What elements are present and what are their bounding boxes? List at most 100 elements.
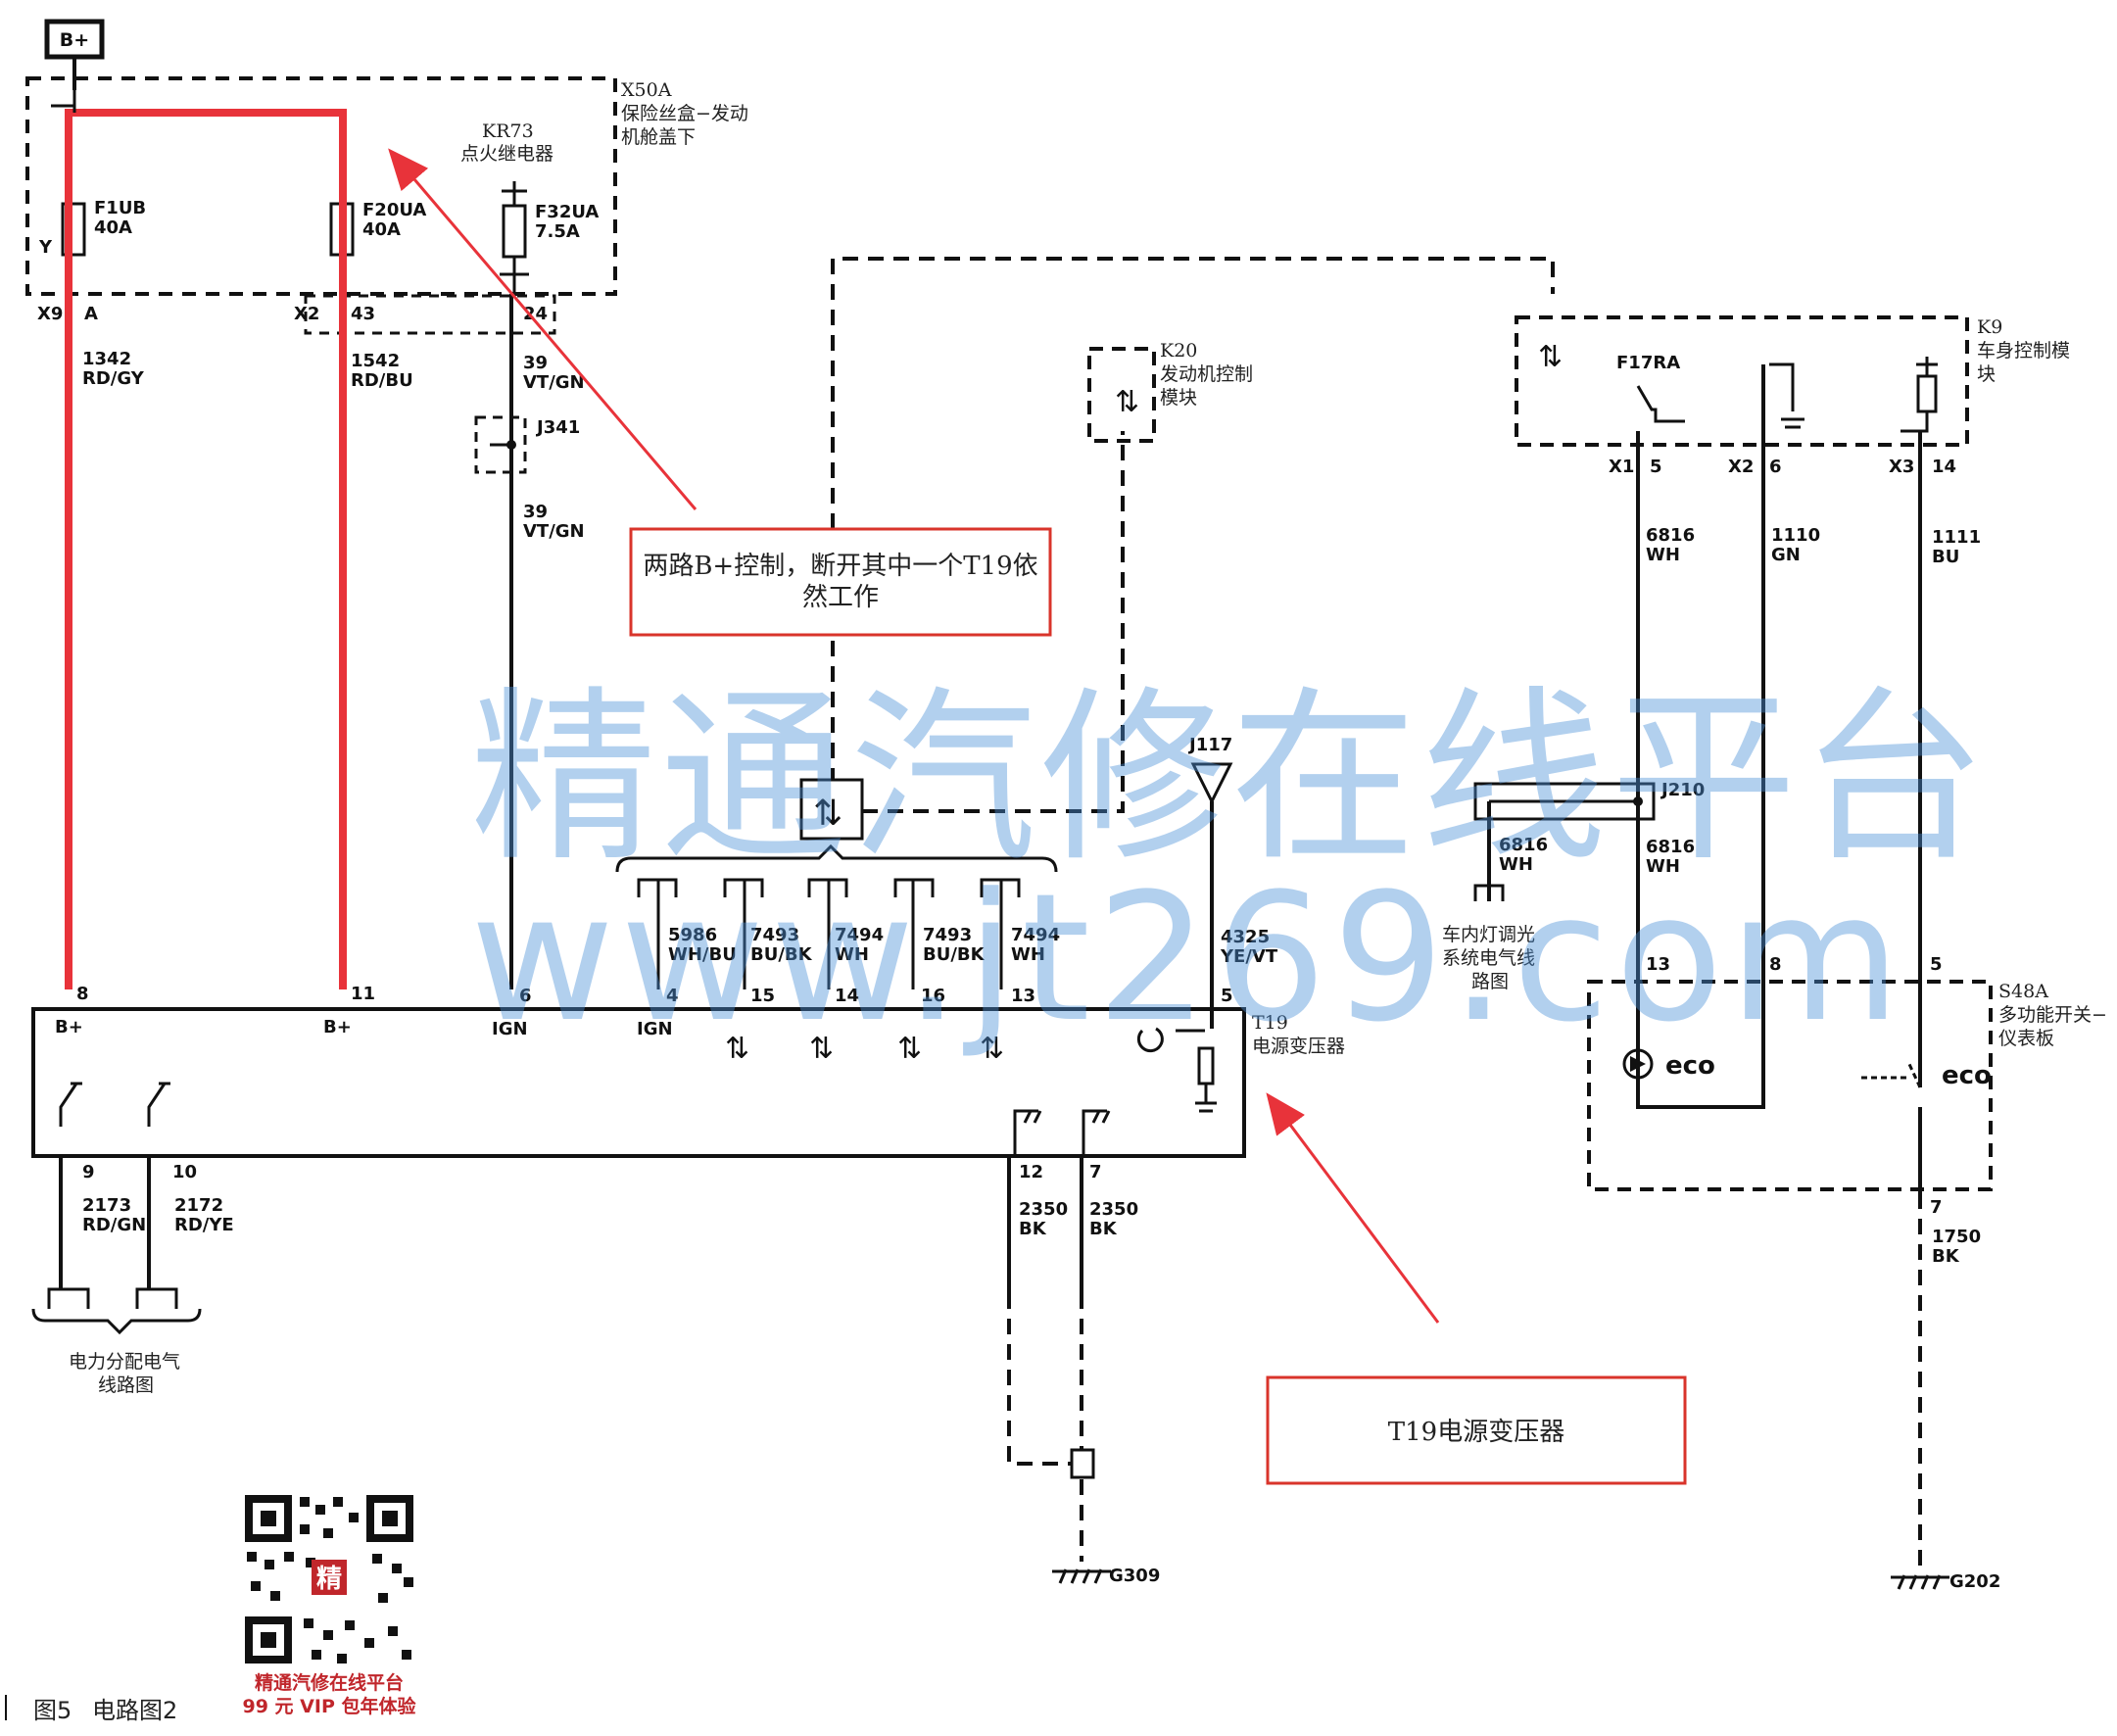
- wire-5986-num: 5986: [668, 925, 717, 945]
- wire-7493a-num: 7493: [750, 925, 799, 945]
- wire-1542-num: 1542: [351, 351, 400, 371]
- svg-text:仪表板: 仪表板: [1998, 1028, 2054, 1049]
- wire-39a-color: VT/GN: [523, 372, 585, 393]
- t19-pin-11: 11: [351, 984, 375, 1004]
- svg-text:X2: X2: [1728, 457, 1754, 477]
- svg-text:K20: K20: [1160, 340, 1197, 362]
- svg-text:X3: X3: [1889, 457, 1914, 477]
- wire-1110-color: GN: [1771, 545, 1801, 565]
- wire-7493b-color: BU/BK: [923, 944, 986, 965]
- bidir-arrow-icon: ⇅: [813, 794, 842, 834]
- svg-text:多功能开关−: 多功能开关−: [1998, 1004, 2107, 1026]
- figure-number: 图5: [33, 1697, 72, 1724]
- wire-6816b-color: WH: [1499, 854, 1533, 875]
- svg-text:IGN: IGN: [637, 1019, 673, 1039]
- svg-text:40A: 40A: [94, 217, 132, 238]
- annotation-arrow: [388, 148, 698, 510]
- svg-text:6: 6: [1769, 457, 1782, 477]
- wire-6816c-num: 6816: [1646, 837, 1695, 857]
- svg-text:7: 7: [1930, 1197, 1943, 1218]
- bidir-arrow-icon: ⇅: [1538, 340, 1563, 374]
- interior-light-ref: 车内灯调光: [1442, 924, 1535, 945]
- svg-text:G309: G309: [1109, 1566, 1160, 1586]
- wire-6816a-color: WH: [1646, 545, 1680, 565]
- interior-light-ref-3: 路图: [1471, 971, 1509, 992]
- figure-title: 电路图2: [92, 1697, 177, 1724]
- battery-symbol: B+: [44, 19, 105, 90]
- t19-pin-7: 7: [1089, 1162, 1102, 1182]
- power-dist-ref-2: 线路图: [98, 1374, 154, 1396]
- svg-text:B+: B+: [323, 1017, 352, 1037]
- svg-text:5: 5: [1930, 954, 1943, 975]
- svg-text:eco: eco: [1942, 1061, 1992, 1090]
- wire-2350b-color: BK: [1089, 1219, 1118, 1239]
- svg-text:40A: 40A: [362, 219, 401, 240]
- wire-5986-color: WH/BU: [668, 944, 737, 965]
- wire-7494a-num: 7494: [835, 925, 884, 945]
- ground-g309: G309: [1052, 1566, 1160, 1586]
- wire-2350b-num: 2350: [1089, 1199, 1138, 1220]
- rotation-icon: [1136, 1027, 1164, 1053]
- watermark-url: www.jt269.com: [470, 856, 1906, 1061]
- wire-2172-num: 2172: [174, 1195, 223, 1216]
- wire-1342-num: 1342: [82, 349, 131, 369]
- data-bus-lines: [831, 257, 1555, 813]
- svg-text:eco: eco: [1665, 1051, 1715, 1081]
- highlighted-bplus-circuit: [65, 109, 347, 989]
- bidir-arrow-icon: ⇅: [809, 1032, 834, 1066]
- wire-1542-color: RD/BU: [351, 370, 413, 391]
- t19-pin-6: 6: [519, 986, 532, 1006]
- wire-6816c-color: WH: [1646, 856, 1680, 877]
- t19-pin-13: 13: [1011, 986, 1035, 1006]
- wire-2173-num: 2173: [82, 1195, 131, 1216]
- wire-7494b-num: 7494: [1011, 925, 1060, 945]
- t19-pin-14: 14: [835, 986, 859, 1006]
- annotation-box-bplus: 两路B+控制，断开其中一个T19依 然工作: [629, 527, 1052, 637]
- splice-j341: J341: [474, 415, 580, 474]
- fuse-f1ub: F1UB 40A Y: [38, 198, 146, 258]
- connector-x9: X9: [37, 304, 63, 324]
- relay-name: 点火继电器: [460, 143, 553, 165]
- wire-39b-color: VT/GN: [523, 521, 585, 542]
- wire-4325-num: 4325: [1221, 927, 1270, 947]
- svg-text:7.5A: 7.5A: [535, 221, 580, 242]
- data-link-connector-group: [615, 778, 1058, 989]
- wire-1111-num: 1111: [1932, 527, 1981, 548]
- svg-text:B+: B+: [55, 1017, 83, 1037]
- connector-x2-pin: 43: [351, 304, 375, 324]
- interior-light-ref-2: 系统电气线: [1442, 947, 1535, 969]
- fusebox-x50a: X50A 保险丝盒−发动 机舱盖下: [25, 76, 748, 296]
- svg-text:发动机控制: 发动机控制: [1160, 363, 1253, 385]
- svg-text:99 元 VIP 包年体验: 99 元 VIP 包年体验: [243, 1695, 417, 1717]
- bidir-arrow-icon: ⇅: [897, 1032, 922, 1066]
- svg-text:K9: K9: [1977, 316, 2002, 338]
- svg-text:X50A: X50A: [621, 79, 672, 101]
- wire-7493b-num: 7493: [923, 925, 972, 945]
- svg-text:电源变压器: 电源变压器: [1252, 1036, 1345, 1057]
- svg-text:机舱盖下: 机舱盖下: [621, 126, 696, 148]
- connector-x9-pin: A: [84, 304, 98, 324]
- module-t19: T19 电源变压器 B+ B+ IGN IGN ⇅ ⇅ ⇅ ⇅: [31, 1007, 1345, 1158]
- svg-text:精通汽修在线平台: 精通汽修在线平台: [255, 1671, 404, 1694]
- wire-4325-color: YE/VT: [1220, 946, 1278, 967]
- wire-1111-color: BU: [1932, 547, 1959, 567]
- svg-text:块: 块: [1977, 363, 1996, 385]
- power-dist-connector: [31, 1287, 202, 1335]
- bidir-arrow-icon: ⇅: [980, 1032, 1004, 1066]
- power-dist-ref: 电力分配电气: [69, 1351, 180, 1373]
- t19-pin-9: 9: [82, 1162, 95, 1182]
- wire-6816a-num: 6816: [1646, 525, 1695, 546]
- connector-x2-pin2: 24: [523, 304, 548, 324]
- t19-pin-16: 16: [921, 986, 945, 1006]
- svg-text:8: 8: [1769, 954, 1782, 975]
- wire-39a-num: 39: [523, 353, 548, 373]
- wire-39b-num: 39: [523, 502, 548, 522]
- bidir-arrow-icon: ⇅: [725, 1032, 749, 1066]
- svg-text:F1UB: F1UB: [94, 198, 146, 218]
- svg-text:X1: X1: [1609, 457, 1634, 477]
- relay-code: KR73: [482, 121, 534, 142]
- svg-text:J117: J117: [1187, 735, 1232, 755]
- bidir-arrow-icon: ⇅: [1115, 385, 1139, 419]
- t19-pin-10: 10: [172, 1162, 197, 1182]
- fuse-f32ua: F32UA 7.5A: [502, 202, 599, 259]
